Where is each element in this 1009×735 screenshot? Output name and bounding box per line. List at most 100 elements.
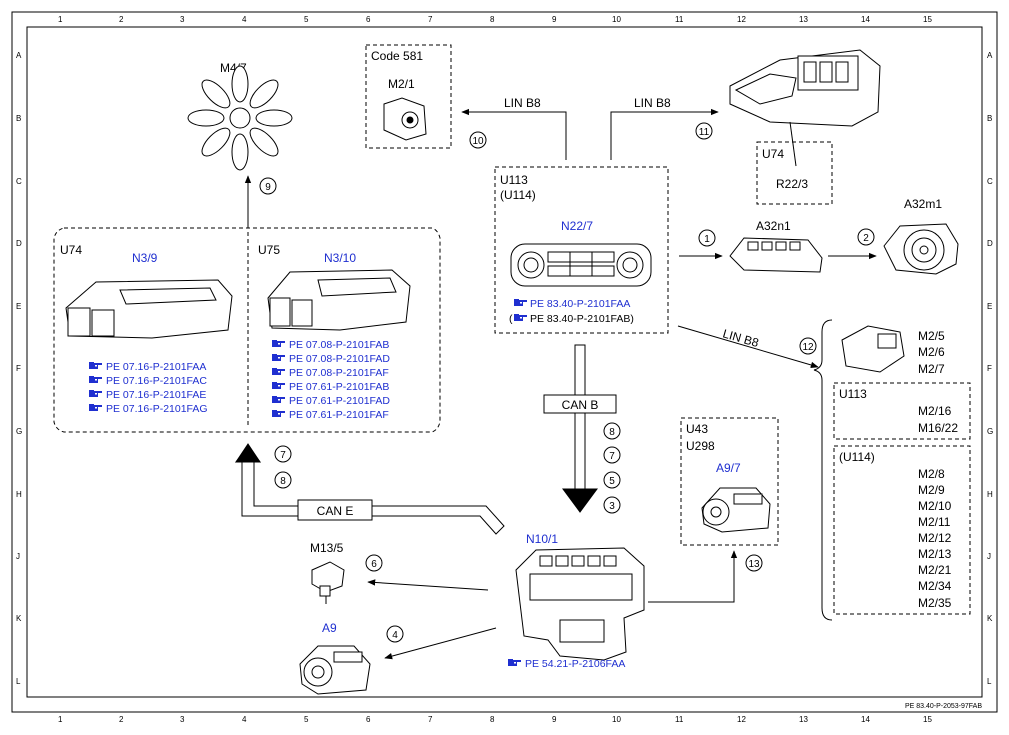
label-m2-item: M2/10	[918, 499, 952, 513]
ref-n22-7-b[interactable]: PE 83.40-P-2101FAB)	[530, 313, 634, 325]
badge-1-text: 1	[704, 234, 710, 245]
label-m2-item: M2/21	[918, 563, 952, 577]
ref-n22-7-a[interactable]: PE 83.40-P-2101FAA	[530, 298, 630, 310]
actuator-m2-5-icon	[841, 325, 905, 373]
ref-n3-10[interactable]: PE 07.08-P-2101FAF	[289, 367, 389, 379]
grid-row: K	[987, 614, 993, 623]
outer-frame	[11, 11, 998, 713]
grid-col: 8	[490, 15, 495, 24]
pointing-hand-icon	[89, 376, 102, 383]
pointing-hand-icon	[272, 382, 285, 389]
badge-5	[603, 471, 621, 489]
badge-7-mid-text: 7	[609, 451, 615, 462]
hvac-housing-icon	[729, 49, 881, 127]
grid-col: 14	[861, 15, 870, 24]
label-n22-7: N22/7	[561, 219, 593, 233]
ecu-n3-10-icon	[267, 269, 411, 331]
badge-9-text: 9	[265, 182, 271, 193]
power-module-a32n1-icon	[729, 237, 823, 273]
label-m2-item: M2/34	[918, 579, 952, 593]
grid-columns-top: 1 2 3 4 5 6 7 8 9 10 11 12 13 14 15	[58, 15, 932, 24]
grid-row: L	[16, 677, 21, 686]
ref-n3-9[interactable]: PE 07.16-P-2101FAC	[106, 375, 207, 387]
badge-12	[799, 337, 817, 355]
u114-group-box	[833, 445, 971, 615]
arrow-m13-5	[367, 579, 489, 591]
label-can-e: CAN E	[317, 504, 354, 518]
badge-2-text: 2	[863, 233, 869, 244]
label-m2-7: M2/7	[918, 362, 945, 376]
pointing-hand-icon	[89, 404, 102, 411]
grid-row: K	[16, 614, 22, 623]
ref-n3-10[interactable]: PE 07.08-P-2101FAB	[289, 339, 389, 351]
grid-col: 14	[861, 715, 870, 724]
compressor-a9-icon	[299, 645, 371, 695]
grid-col: 4	[242, 15, 247, 24]
badge-13-text: 13	[748, 559, 760, 570]
badge-8-left-text: 8	[280, 476, 286, 487]
badge-7-mid	[603, 446, 621, 464]
ref-n10-1[interactable]: PE 54.21-P-2106FAA	[525, 658, 625, 670]
label-m13-5: M13/5	[310, 541, 344, 555]
u113-group-box	[833, 382, 971, 440]
label-m2-16: M2/16	[918, 404, 952, 418]
label-m2-item: M2/12	[918, 531, 952, 545]
grid-col: 13	[799, 715, 808, 724]
badge-2	[857, 228, 875, 246]
grid-col: 6	[366, 715, 371, 724]
label-m2-item: M2/35	[918, 596, 952, 610]
ref-n3-10[interactable]: PE 07.08-P-2101FAD	[289, 353, 390, 365]
ref-n3-9[interactable]: PE 07.16-P-2101FAG	[106, 403, 208, 415]
grid-col: 1	[58, 715, 63, 724]
grid-col: 15	[923, 715, 932, 724]
ref-n3-10[interactable]: PE 07.61-P-2101FAF	[289, 409, 389, 421]
grid-col: 11	[675, 15, 684, 24]
ref-n3-10[interactable]: PE 07.61-P-2101FAB	[289, 381, 389, 393]
grid-col: 10	[612, 715, 621, 724]
label-u298: U298	[686, 439, 715, 453]
grid-col: 3	[180, 15, 185, 24]
u74-r22-3-box	[756, 141, 833, 205]
label-a9: A9	[322, 621, 337, 635]
grid-col: 11	[675, 715, 684, 724]
grid-col: 4	[242, 715, 247, 724]
pointing-hand-icon	[272, 340, 285, 347]
badge-8-mid-text: 8	[609, 427, 615, 438]
label-lin-b8-3: LIN B8	[721, 326, 760, 350]
ref-n3-9[interactable]: PE 07.16-P-2101FAA	[106, 361, 206, 373]
badge-7-left-text: 7	[280, 450, 286, 461]
pointing-hand-icon	[508, 659, 521, 666]
label-code581: Code 581	[371, 49, 423, 63]
badge-1	[698, 229, 716, 247]
label-m2-1: M2/1	[388, 77, 415, 91]
grid-row: H	[987, 490, 993, 499]
badge-11	[695, 122, 713, 140]
ref-n3-10[interactable]: PE 07.61-P-2101FAD	[289, 395, 390, 407]
ref-n22-7-paren: (	[509, 313, 513, 325]
fuse-relay-module-icon	[515, 547, 645, 661]
label-n10-1: N10/1	[526, 532, 558, 546]
grid-row: J	[987, 552, 991, 561]
label-u43: U43	[686, 422, 708, 436]
label-lin-b8-2: LIN B8	[634, 96, 671, 110]
label-n3-9: N3/9	[132, 251, 158, 265]
label-u113: U113	[500, 173, 528, 187]
ref-n3-9[interactable]: PE 07.16-P-2101FAE	[106, 389, 206, 401]
badge-3-text: 3	[609, 501, 615, 512]
lin-arrow-m2-group	[677, 325, 819, 369]
grid-row: J	[16, 552, 20, 561]
grid-col: 5	[304, 715, 309, 724]
grid-row: A	[16, 51, 22, 60]
pump-m13-5-icon	[311, 561, 345, 604]
pointing-hand-icon	[272, 410, 285, 417]
grid-col: 1	[58, 15, 63, 24]
grid-col: 15	[923, 15, 932, 24]
grid-col: 2	[119, 715, 124, 724]
badge-12-text: 12	[802, 342, 814, 353]
pointing-hand-icon	[514, 314, 527, 321]
group-brace	[813, 319, 833, 621]
grid-row: C	[987, 177, 993, 186]
grid-row: G	[16, 427, 22, 436]
badge-6-text: 6	[371, 559, 377, 570]
